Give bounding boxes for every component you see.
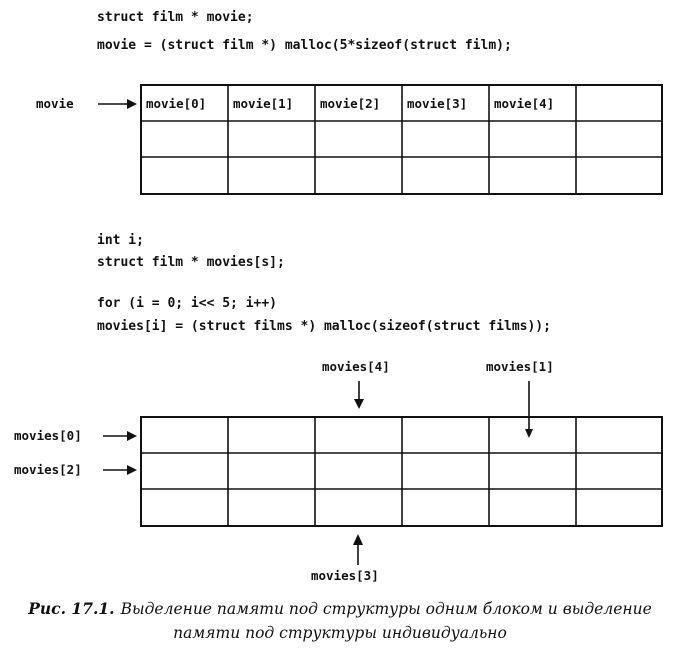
movies-3-label: movies[3]	[311, 568, 379, 583]
code-line-malloc-block: movie = (struct film *) malloc(5*sizeof(…	[97, 38, 512, 53]
movies-3-arrow	[353, 534, 363, 565]
movies-1-arrow	[525, 381, 533, 438]
grid-cell-movie-1: movie[1]	[233, 96, 293, 111]
grid-cell-movie-2: movie[2]	[320, 96, 380, 111]
individual-alloc-grid	[140, 416, 663, 527]
movies-1-label: movies[1]	[486, 359, 554, 374]
figure-caption-text: Выделение памяти под структуры одним бло…	[120, 600, 652, 618]
movies-0-label: movies[0]	[14, 428, 82, 443]
code-line-int-i: int i;	[97, 233, 144, 248]
movies-4-arrow	[354, 381, 364, 409]
movies-4-label: movies[4]	[322, 359, 390, 374]
code-line-malloc-individual: movies[i] = (struct films *) malloc(size…	[97, 319, 551, 334]
grid-cell-movie-4: movie[4]	[494, 96, 554, 111]
memory-block-grid	[140, 84, 663, 195]
movies-0-arrow	[103, 431, 137, 441]
code-line-struct-film-movie: struct film * movie;	[97, 10, 254, 25]
movie-pointer-label: movie	[36, 96, 74, 111]
code-line-struct-film-movies: struct film * movies[s];	[97, 255, 285, 270]
grid-cell-movie-3: movie[3]	[407, 96, 467, 111]
figure-caption-line-1: Рис. 17.1. Выделение памяти под структуры…	[27, 599, 652, 618]
movies-2-label: movies[2]	[14, 462, 82, 477]
figure-caption-line-2: памяти под структуры индивидуально	[173, 624, 507, 642]
figure-caption-prefix: Рис. 17.1.	[27, 599, 114, 618]
movie-pointer-arrow	[98, 99, 137, 109]
code-line-for-loop: for (i = 0; i<< 5; i++)	[97, 296, 277, 311]
grid-cell-movie-0: movie[0]	[146, 96, 206, 111]
movies-2-arrow	[103, 465, 137, 475]
